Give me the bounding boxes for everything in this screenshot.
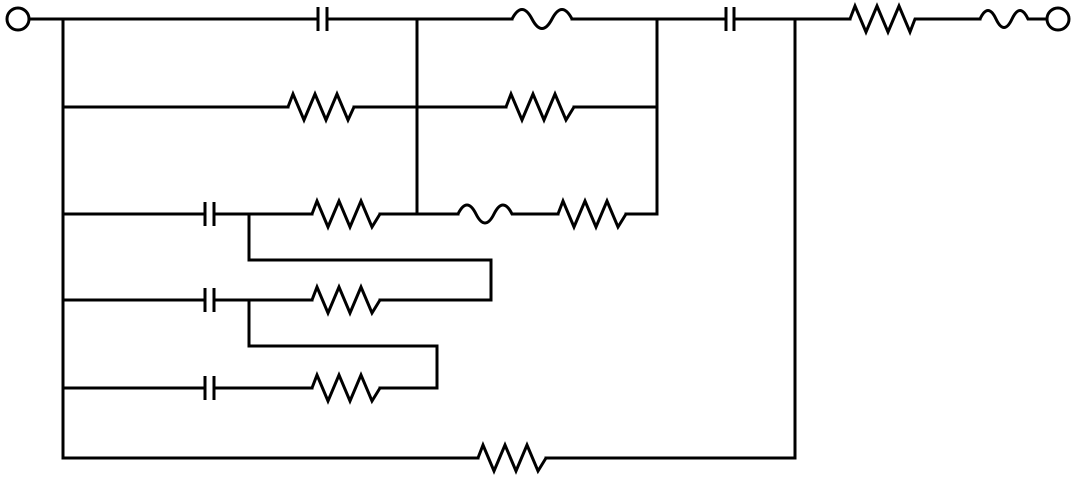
- inductor-top: [510, 8, 574, 30]
- resistor-row5: [310, 370, 382, 405]
- capacitor-top-1: [316, 7, 329, 31]
- resistor-output: [848, 1, 920, 37]
- resistor-bottom: [476, 440, 548, 475]
- resistor-row2-left: [286, 89, 356, 124]
- capacitor-row4: [203, 288, 216, 312]
- resistor-row3-left: [310, 196, 382, 231]
- capacitor-row5: [203, 376, 216, 400]
- inductor-row3: [456, 203, 514, 225]
- resistor-row3-right: [556, 196, 628, 231]
- input-terminal: [5, 6, 31, 32]
- inductor-output: [978, 9, 1030, 29]
- output-terminal: [1045, 6, 1071, 32]
- row-300-wires: [61, 298, 493, 390]
- row-214-wires: [61, 212, 659, 302]
- capacitor-top-2: [724, 7, 736, 31]
- resistor-row4: [310, 282, 382, 317]
- capacitor-row3: [203, 202, 216, 226]
- resistor-row2-right: [504, 89, 576, 124]
